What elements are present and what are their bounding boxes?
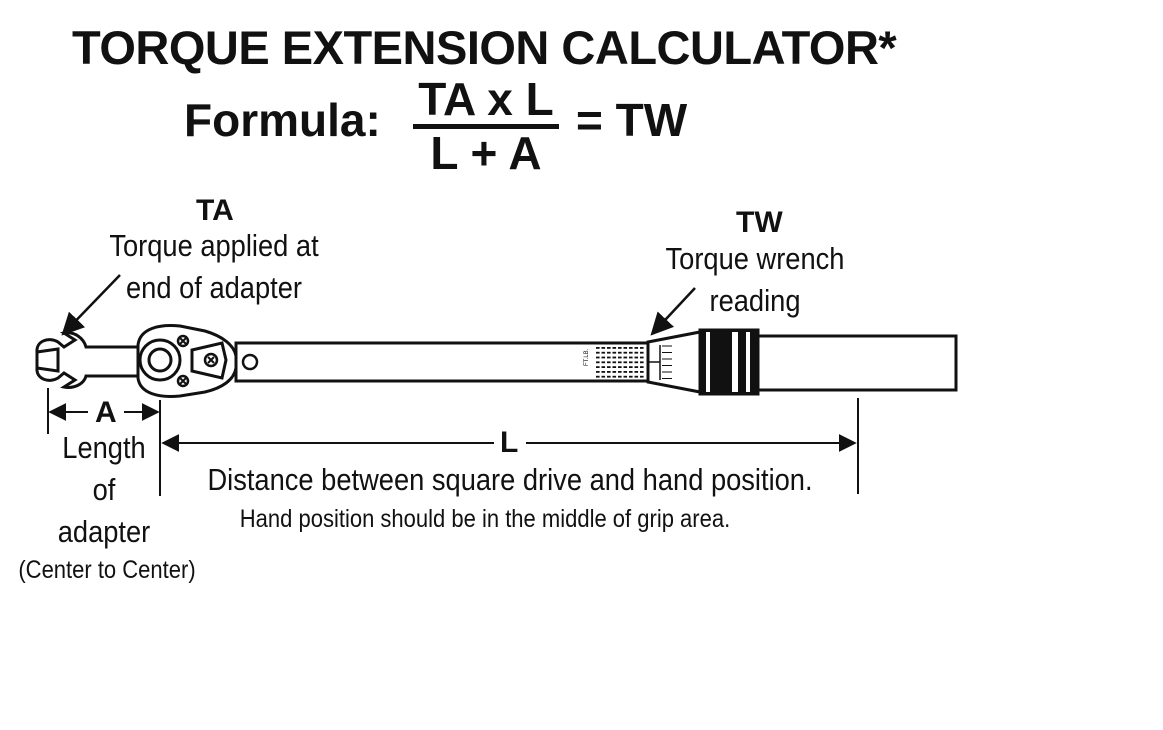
fraction-bar <box>413 124 559 129</box>
page-title: TORQUE EXTENSION CALCULATOR* <box>72 21 897 74</box>
formula-label: Formula: <box>184 94 381 146</box>
a-description-line4: (Center to Center) <box>18 556 196 584</box>
l-description: Distance between square drive and hand p… <box>207 462 813 497</box>
ta-symbol: TA <box>196 194 234 227</box>
scale-markings: FT.LB. <box>584 347 644 378</box>
micrometer-collar <box>646 330 702 394</box>
ta-description-line2: end of adapter <box>126 270 302 305</box>
tw-description-line2: reading <box>709 283 801 318</box>
l-note: Hand position should be in the middle of… <box>239 505 731 533</box>
formula-result: = TW <box>576 94 688 146</box>
tw-symbol: TW <box>736 206 783 239</box>
a-symbol: A <box>95 396 117 429</box>
tw-description-line1: Torque wrench <box>665 241 845 276</box>
ta-pointer-arrow <box>61 274 121 336</box>
formula-numerator: TA x L <box>418 73 554 125</box>
scale-unit-label: FT.LB. <box>584 348 590 366</box>
wrench-shaft <box>234 341 650 383</box>
a-description-line1: Length <box>62 430 146 465</box>
ratchet-head <box>136 324 238 398</box>
tw-pointer-arrow <box>650 287 696 336</box>
ta-description-line1: Torque applied at <box>109 228 319 263</box>
a-description-line2: of <box>92 472 116 507</box>
grip-handle <box>698 328 958 396</box>
a-description-line3: adapter <box>57 514 151 549</box>
l-symbol: L <box>500 426 519 459</box>
formula-denominator: L + A <box>430 127 542 179</box>
crowfoot-adapter <box>35 331 140 389</box>
